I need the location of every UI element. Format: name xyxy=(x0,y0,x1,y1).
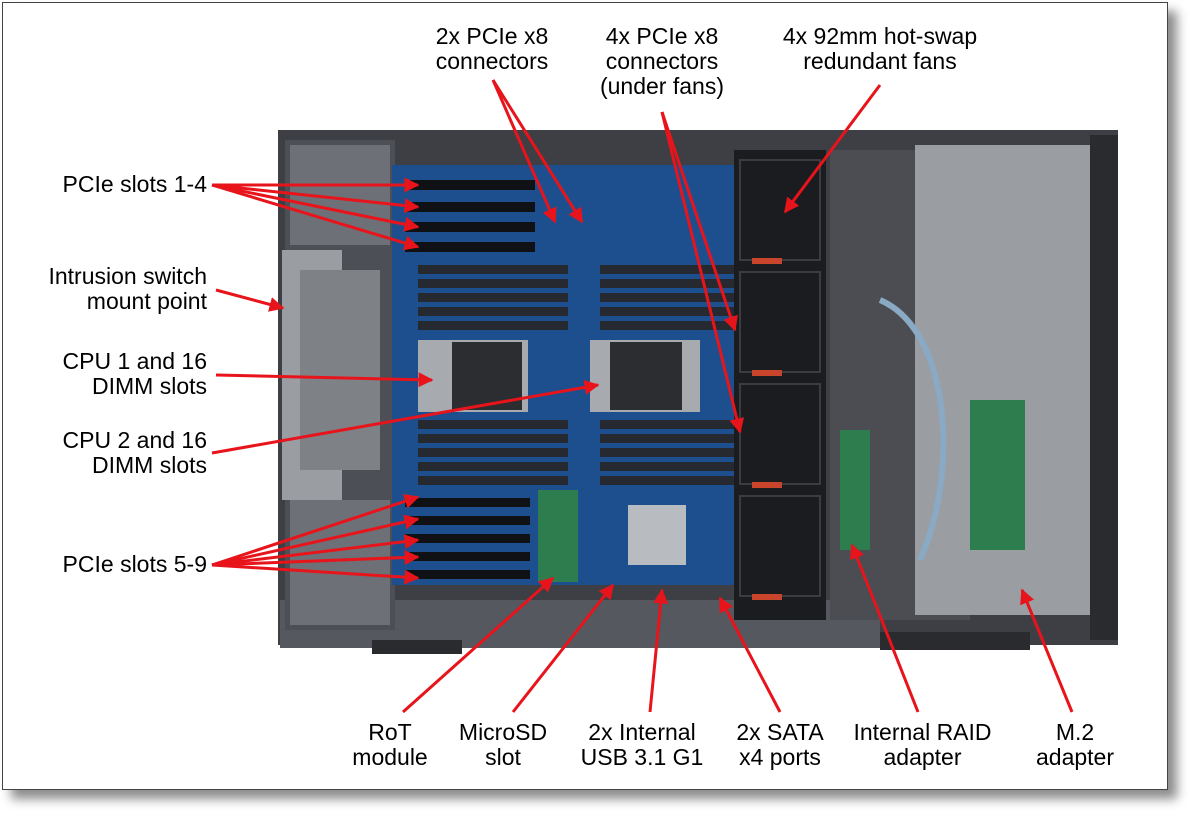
pcie-slot-1 xyxy=(405,180,535,190)
arrow-cpu2 xyxy=(211,379,600,455)
arrow-pcie-7 xyxy=(211,534,420,567)
arrow-raid xyxy=(849,543,920,713)
arrow-pcie-3 xyxy=(211,183,420,232)
label-sata-ports: 2x SATA x4 ports xyxy=(736,719,824,770)
label-internal-usb: 2x Internal USB 3.1 G1 xyxy=(580,719,704,770)
m2-adapter-board xyxy=(970,400,1025,550)
cpu1-cover xyxy=(452,342,522,410)
label-rot-module: RoT module xyxy=(352,719,428,770)
sas-cable xyxy=(878,297,947,562)
arrow-intrusion xyxy=(215,288,285,312)
pcie-slot-5 xyxy=(405,498,530,507)
callout-arrows xyxy=(211,79,1074,714)
rot-module-board xyxy=(538,490,578,582)
pch-heatsink xyxy=(628,505,686,565)
arrow-pcie-5 xyxy=(211,494,420,567)
arrow-pcie-9 xyxy=(211,563,420,585)
pcie-slot-4 xyxy=(405,242,535,252)
pcie-slot-2 xyxy=(405,202,535,212)
arrow-pcie-x8-4x-b xyxy=(660,111,745,434)
arrow-pcie-4 xyxy=(211,183,420,251)
arrow-rot xyxy=(402,576,555,714)
raid-adapter-board xyxy=(840,430,870,550)
arrow-pcie-x8-2x-b xyxy=(491,79,584,224)
arrow-cpu1 xyxy=(215,372,434,388)
label-pcie-slots-5-9: PCIe slots 5-9 xyxy=(62,551,207,577)
dimm-bank-upper xyxy=(418,265,735,330)
pcie-slot-7 xyxy=(405,534,530,543)
label-pcie-x8-2x: 2x PCIe x8 connectors xyxy=(435,23,549,74)
label-pcie-slots-1-4: PCIe slots 1-4 xyxy=(62,171,207,197)
cpu2-cover xyxy=(610,342,682,410)
front-bezel xyxy=(1090,135,1118,640)
arrow-m2 xyxy=(1020,588,1074,713)
arrow-usb xyxy=(648,588,669,713)
pcie-slot-8 xyxy=(405,552,530,561)
label-raid-adapter: Internal RAID adapter xyxy=(853,719,992,770)
arrow-pcie-2 xyxy=(211,183,420,214)
arrow-pcie-x8-4x-a xyxy=(660,111,738,332)
chassis-foot-left xyxy=(372,640,462,654)
arrow-pcie-x8-2x-a xyxy=(491,79,557,224)
pcie-slot-3 xyxy=(405,222,535,232)
arrow-pcie-6 xyxy=(211,514,420,567)
arrow-microsd xyxy=(511,583,615,713)
pcie-slot-6 xyxy=(405,516,530,525)
arrow-sata xyxy=(718,596,782,713)
label-intrusion-switch: Intrusion switch mount point xyxy=(48,263,207,314)
pcie-slot-9 xyxy=(405,570,530,579)
label-microsd-slot: MicroSD slot xyxy=(458,719,548,770)
label-fans: 4x 92mm hot-swap redundant fans xyxy=(782,23,978,74)
fan-handles xyxy=(752,258,782,600)
label-cpu1: CPU 1 and 16 DIMM slots xyxy=(62,348,207,399)
server-chassis xyxy=(278,130,1118,654)
rear-io-grille xyxy=(300,270,380,470)
dimm-bank-lower xyxy=(418,420,735,485)
arrow-fans xyxy=(783,84,882,214)
chassis-foot-right xyxy=(880,632,1030,650)
label-pcie-x8-4x: 4x PCIe x8 connectors (under fans) xyxy=(599,23,724,99)
arrow-pcie-8 xyxy=(211,550,420,567)
label-cpu2: CPU 2 and 16 DIMM slots xyxy=(62,427,207,478)
label-m2-adapter: M.2 adapter xyxy=(1035,719,1114,770)
